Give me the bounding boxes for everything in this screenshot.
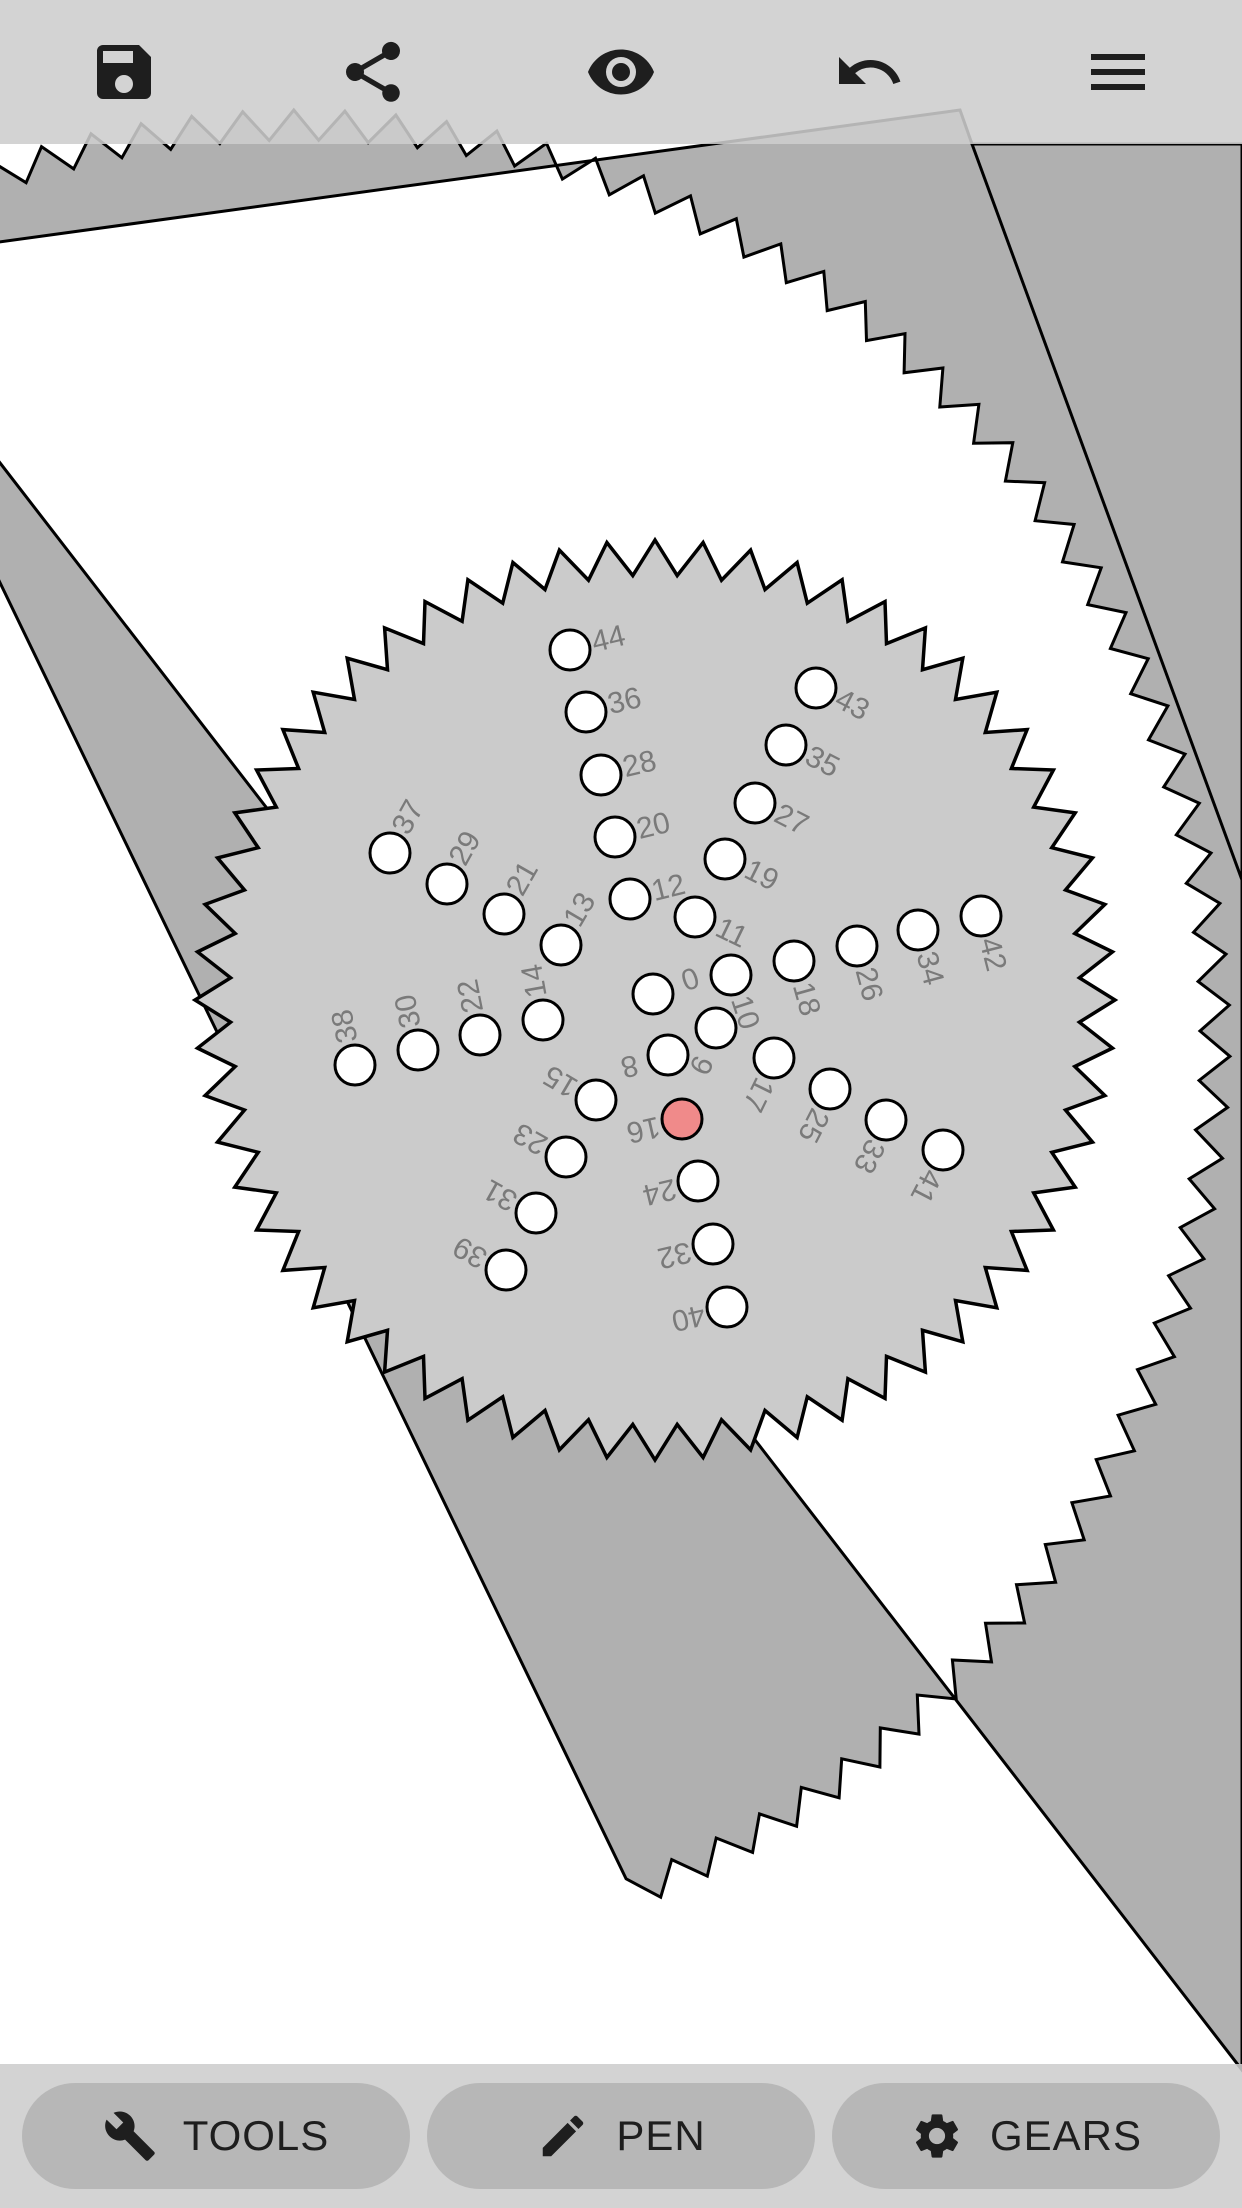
pen-hole-30[interactable] — [396, 1028, 440, 1072]
save-button[interactable] — [69, 17, 179, 127]
pen-hole-label-20: 20 — [633, 806, 673, 846]
pen-hole-10[interactable] — [709, 953, 753, 997]
pen-hole-9[interactable] — [694, 1006, 738, 1050]
pen-hole-27[interactable] — [733, 781, 777, 825]
pencil-icon — [543, 2115, 584, 2157]
pen-hole-44[interactable] — [548, 628, 592, 672]
pen-hole-28[interactable] — [579, 753, 623, 797]
pen-hole-17[interactable] — [752, 1036, 796, 1080]
pen-hole-label-30: 30 — [389, 991, 428, 1030]
pen-hole-31[interactable] — [514, 1191, 558, 1235]
pen-hole-15[interactable] — [574, 1078, 618, 1122]
pen-hole-0[interactable] — [631, 972, 675, 1016]
pen-hole-22[interactable] — [458, 1013, 502, 1057]
pen-hole-21[interactable] — [482, 892, 526, 936]
pen-hole-13[interactable] — [539, 923, 583, 967]
pen-hole-label-22: 22 — [451, 977, 490, 1016]
pen-hole-39[interactable] — [484, 1248, 528, 1292]
pen-hole-label-38: 38 — [325, 1006, 364, 1046]
pen-hole-12[interactable] — [608, 877, 652, 921]
menu-icon — [1090, 54, 1145, 90]
wrench-icon — [104, 2111, 155, 2161]
tools-button[interactable]: TOOLS — [22, 2083, 410, 2189]
pen-hole-24[interactable] — [676, 1159, 720, 1203]
pen-hole-label-14: 14 — [515, 962, 553, 1001]
undo-icon — [839, 57, 901, 84]
pen-hole-label-16: 16 — [623, 1110, 663, 1150]
pen-hole-19[interactable] — [703, 837, 747, 881]
pen-hole-14[interactable] — [521, 998, 565, 1042]
pen-hole-29[interactable] — [425, 862, 469, 906]
pen-hole-42[interactable] — [959, 894, 1003, 938]
save-icon — [97, 45, 152, 99]
pen-button[interactable]: PEN — [427, 2083, 815, 2189]
pen-hole-label-36: 36 — [604, 681, 644, 721]
pen-label: PEN — [616, 2112, 706, 2159]
pen-hole-label-28: 28 — [619, 744, 659, 784]
pen-hole-label-32: 32 — [654, 1235, 694, 1275]
pen-hole-16[interactable] — [660, 1097, 704, 1141]
undo-button[interactable] — [814, 17, 924, 127]
share-button[interactable] — [318, 17, 428, 127]
pen-hole-25[interactable] — [808, 1067, 852, 1111]
pen-hole-43[interactable] — [794, 666, 838, 710]
pen-hole-23[interactable] — [544, 1135, 588, 1179]
eye-icon — [587, 49, 654, 95]
pen-hole-37[interactable] — [368, 831, 412, 875]
pen-hole-label-24: 24 — [639, 1172, 679, 1212]
pen-hole-11[interactable] — [673, 895, 717, 939]
menu-button[interactable] — [1063, 17, 1173, 127]
pen-hole-label-12: 12 — [648, 868, 688, 908]
pen-hole-label-8: 8 — [618, 1048, 642, 1084]
share-icon — [345, 41, 400, 102]
visibility-button[interactable] — [566, 17, 676, 127]
pen-hole-41[interactable] — [921, 1128, 965, 1172]
pen-hole-26[interactable] — [835, 924, 879, 968]
pen-hole-34[interactable] — [896, 908, 940, 952]
ring-gear-edge — [970, 143, 1242, 881]
pen-hole-18[interactable] — [772, 939, 816, 983]
top-toolbar — [0, 0, 1242, 144]
gear-icon — [915, 2114, 958, 2158]
pen-hole-35[interactable] — [764, 723, 808, 767]
pen-hole-8[interactable] — [646, 1033, 690, 1077]
pen-hole-36[interactable] — [564, 690, 608, 734]
tools-label: TOOLS — [182, 2112, 330, 2159]
gears-label: GEARS — [989, 2112, 1143, 2159]
pen-hole-32[interactable] — [691, 1222, 735, 1266]
pen-hole-label-42: 42 — [972, 934, 1012, 975]
pen-hole-33[interactable] — [864, 1098, 908, 1142]
pen-hole-label-44: 44 — [588, 619, 628, 659]
gears-button[interactable]: GEARS — [832, 2083, 1220, 2189]
pen-hole-20[interactable] — [593, 815, 637, 859]
pen-hole-40[interactable] — [705, 1285, 749, 1329]
pen-hole-38[interactable] — [333, 1043, 377, 1087]
pen-hole-label-40: 40 — [668, 1298, 708, 1338]
